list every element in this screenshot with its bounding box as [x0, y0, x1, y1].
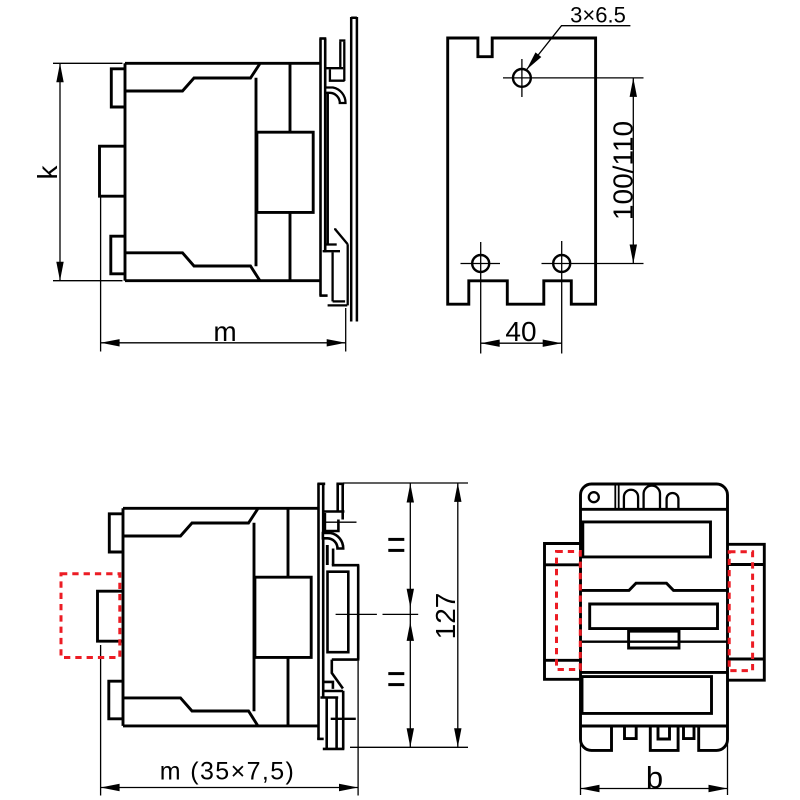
svg-text:3×6.5: 3×6.5 — [570, 3, 626, 28]
svg-text:100/110: 100/110 — [608, 121, 639, 220]
svg-text:k: k — [32, 165, 63, 180]
svg-text:m: m — [213, 316, 236, 347]
svg-text:127: 127 — [430, 593, 461, 640]
svg-text:b: b — [646, 760, 663, 795]
svg-text:40: 40 — [505, 316, 536, 347]
svg-text:m (35×7,5): m (35×7,5) — [160, 758, 296, 786]
